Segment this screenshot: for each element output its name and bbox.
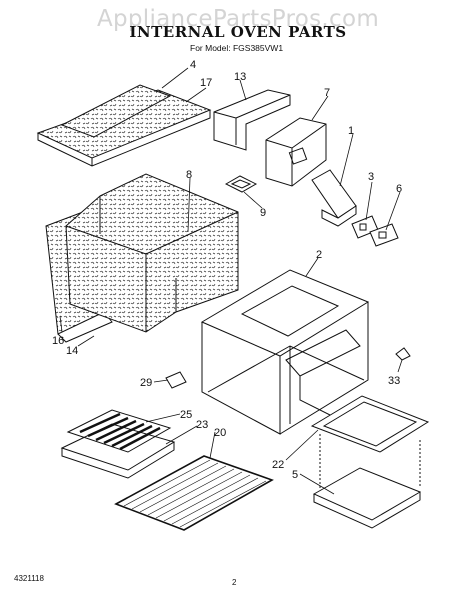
burner-base-5 bbox=[312, 434, 422, 529]
page-number: 2 bbox=[232, 578, 237, 587]
watermark: AppliancePartsPros.com bbox=[96, 6, 380, 32]
callout-2: 2 bbox=[316, 249, 322, 261]
callout-5: 5 bbox=[292, 469, 298, 481]
oven-bottom-22 bbox=[310, 395, 430, 453]
footer-part-code: 4321118 bbox=[14, 574, 44, 583]
broiler-pan-23 bbox=[60, 423, 176, 479]
oven-liner-2 bbox=[200, 269, 370, 435]
top-insulation-strip-4 bbox=[60, 84, 172, 138]
callout-23: 23 bbox=[196, 419, 208, 431]
callout-29: 29 bbox=[140, 377, 152, 389]
callout-25: 25 bbox=[180, 409, 192, 421]
burner-box-7 bbox=[265, 117, 327, 187]
burner-tube-1 bbox=[311, 169, 357, 227]
callout-7: 7 bbox=[324, 87, 330, 99]
callout-33: 33 bbox=[388, 375, 400, 387]
clip-33 bbox=[395, 347, 411, 361]
bracket-29 bbox=[165, 371, 187, 389]
callout-20: 20 bbox=[214, 427, 226, 439]
callout-22: 22 bbox=[272, 459, 284, 471]
callout-1: 1 bbox=[348, 125, 354, 137]
callout-4: 4 bbox=[190, 59, 196, 71]
callout-13: 13 bbox=[234, 71, 246, 83]
heat-shield-13 bbox=[213, 89, 291, 151]
callout-14: 14 bbox=[66, 345, 78, 357]
oven-rack-20 bbox=[114, 455, 274, 531]
diagram-title: INTERNAL OVEN PARTS bbox=[129, 23, 347, 41]
broiler-grid-25 bbox=[66, 409, 172, 453]
model-subtitle: For Model: FGS385VW1 bbox=[190, 43, 284, 53]
callout-9: 9 bbox=[260, 207, 266, 219]
oven-insulation-wrap-14-16 bbox=[45, 173, 239, 343]
callout-17: 17 bbox=[200, 77, 212, 89]
callout-3: 3 bbox=[368, 171, 374, 183]
callout-6: 6 bbox=[396, 183, 402, 195]
bracket-9 bbox=[224, 175, 258, 193]
gasket-6 bbox=[369, 223, 399, 247]
callout-16: 16 bbox=[52, 335, 64, 347]
callout-8: 8 bbox=[186, 169, 192, 181]
